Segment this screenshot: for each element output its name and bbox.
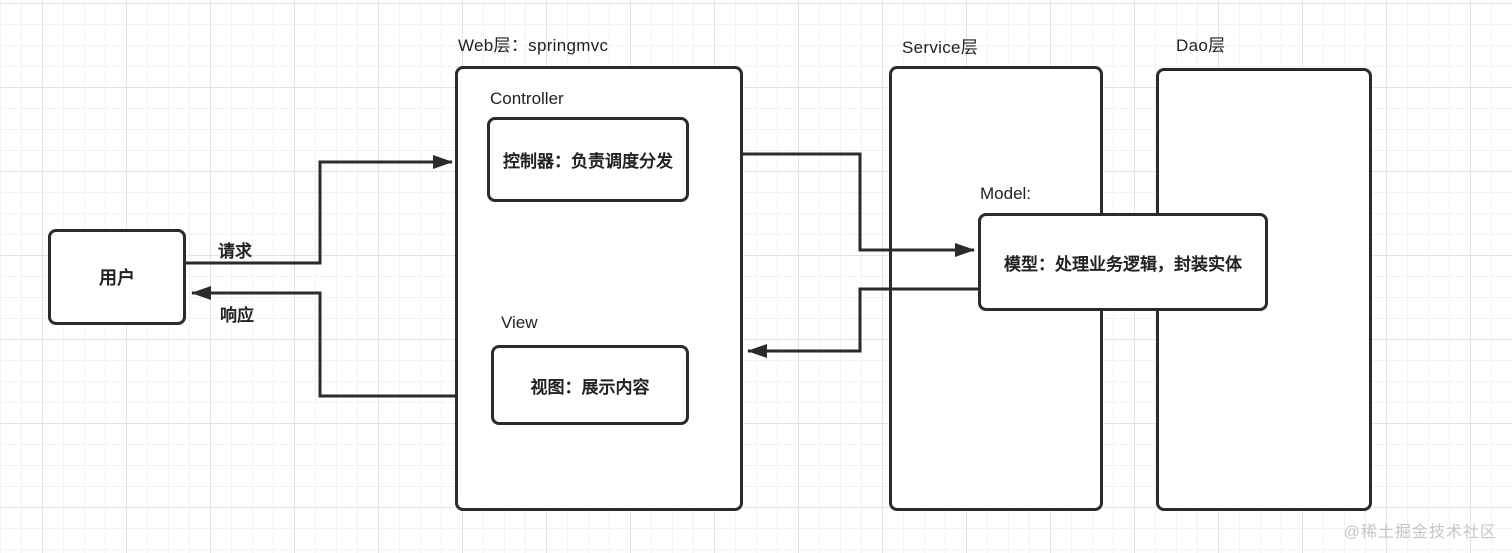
model-box-text: 模型：处理业务逻辑，封装实体 [1004, 254, 1242, 274]
web-layer-title: Web层：springmvc [458, 36, 609, 55]
controller-heading: Controller [490, 89, 564, 108]
watermark-text: @稀土掘金技术社区 [1343, 524, 1497, 541]
controller-box-text: 控制器：负责调度分发 [503, 152, 673, 171]
response-edge-label: 响应 [220, 306, 254, 325]
view-heading: View [501, 313, 538, 332]
view-box-text: 视图：展示内容 [530, 377, 650, 397]
view-box [491, 345, 689, 425]
user-box [48, 229, 186, 325]
controller-box [487, 117, 689, 202]
service-layer-title: Service层 [902, 38, 979, 57]
dao-layer-title: Dao层 [1176, 36, 1226, 55]
model-box [978, 213, 1268, 311]
request-edge-label: 请求 [218, 242, 252, 261]
model-heading: Model: [980, 184, 1032, 203]
user-label: 用户 [99, 268, 135, 288]
